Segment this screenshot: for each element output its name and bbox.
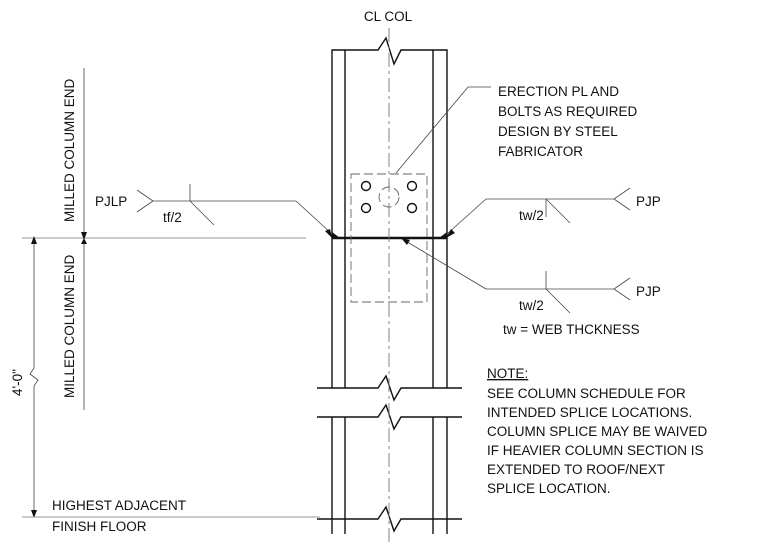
note-line: EXTENDED TO ROOF/NEXT bbox=[487, 462, 665, 477]
pjp-upper-weld-symbol bbox=[446, 187, 631, 238]
pjp-lower-label: PJP bbox=[636, 284, 661, 299]
floor-label-line2: FINISH FLOOR bbox=[52, 519, 147, 534]
note-line: IF HEAVIER COLUMN SECTION IS bbox=[487, 443, 704, 458]
pjp-lower-weld-symbol bbox=[401, 238, 631, 314]
tw-half-upper-label: tw/2 bbox=[519, 208, 544, 223]
note-line: SPLICE LOCATION. bbox=[487, 481, 611, 496]
general-note: NOTE: SEE COLUMN SCHEDULE FOR INTENDED S… bbox=[487, 366, 708, 496]
pjlp-weld-symbol bbox=[136, 184, 333, 238]
dimension-4ft bbox=[29, 236, 39, 518]
erection-leader bbox=[395, 86, 491, 174]
upper-column bbox=[331, 36, 448, 238]
milled-end-lower-label: MILLED COLUMN END bbox=[62, 254, 77, 398]
lower-column bbox=[317, 238, 462, 534]
cl-col-label: CL COL bbox=[364, 9, 413, 24]
milled-end-upper-label: MILLED COLUMN END bbox=[62, 78, 77, 222]
weld-left bbox=[332, 232, 340, 238]
tw-definition-label: tw = WEB THCKNESS bbox=[503, 322, 640, 337]
note-heading: NOTE: bbox=[487, 366, 528, 381]
erection-plate bbox=[350, 173, 428, 303]
floor-label-line1: HIGHEST ADJACENT bbox=[52, 498, 186, 513]
tw-half-lower-label: tw/2 bbox=[519, 298, 544, 313]
weld-right bbox=[439, 232, 447, 238]
dimension-label: 4'-0" bbox=[10, 369, 25, 396]
erection-note: ERECTION PL AND BOLTS AS REQUIRED DESIGN… bbox=[498, 84, 638, 159]
erection-note-line: FABRICATOR bbox=[498, 144, 583, 159]
erection-note-line: DESIGN BY STEEL bbox=[498, 124, 618, 139]
note-line: INTENDED SPLICE LOCATIONS. bbox=[487, 405, 692, 420]
note-line: COLUMN SPLICE MAY BE WAIVED bbox=[487, 424, 708, 439]
pjp-upper-label: PJP bbox=[636, 194, 661, 209]
tf-half-label: tf/2 bbox=[163, 210, 182, 225]
note-line: SEE COLUMN SCHEDULE FOR bbox=[487, 386, 686, 401]
erection-note-line: ERECTION PL AND bbox=[498, 84, 619, 99]
pjlp-label: PJLP bbox=[95, 194, 127, 209]
erection-note-line: BOLTS AS REQUIRED bbox=[498, 104, 638, 119]
